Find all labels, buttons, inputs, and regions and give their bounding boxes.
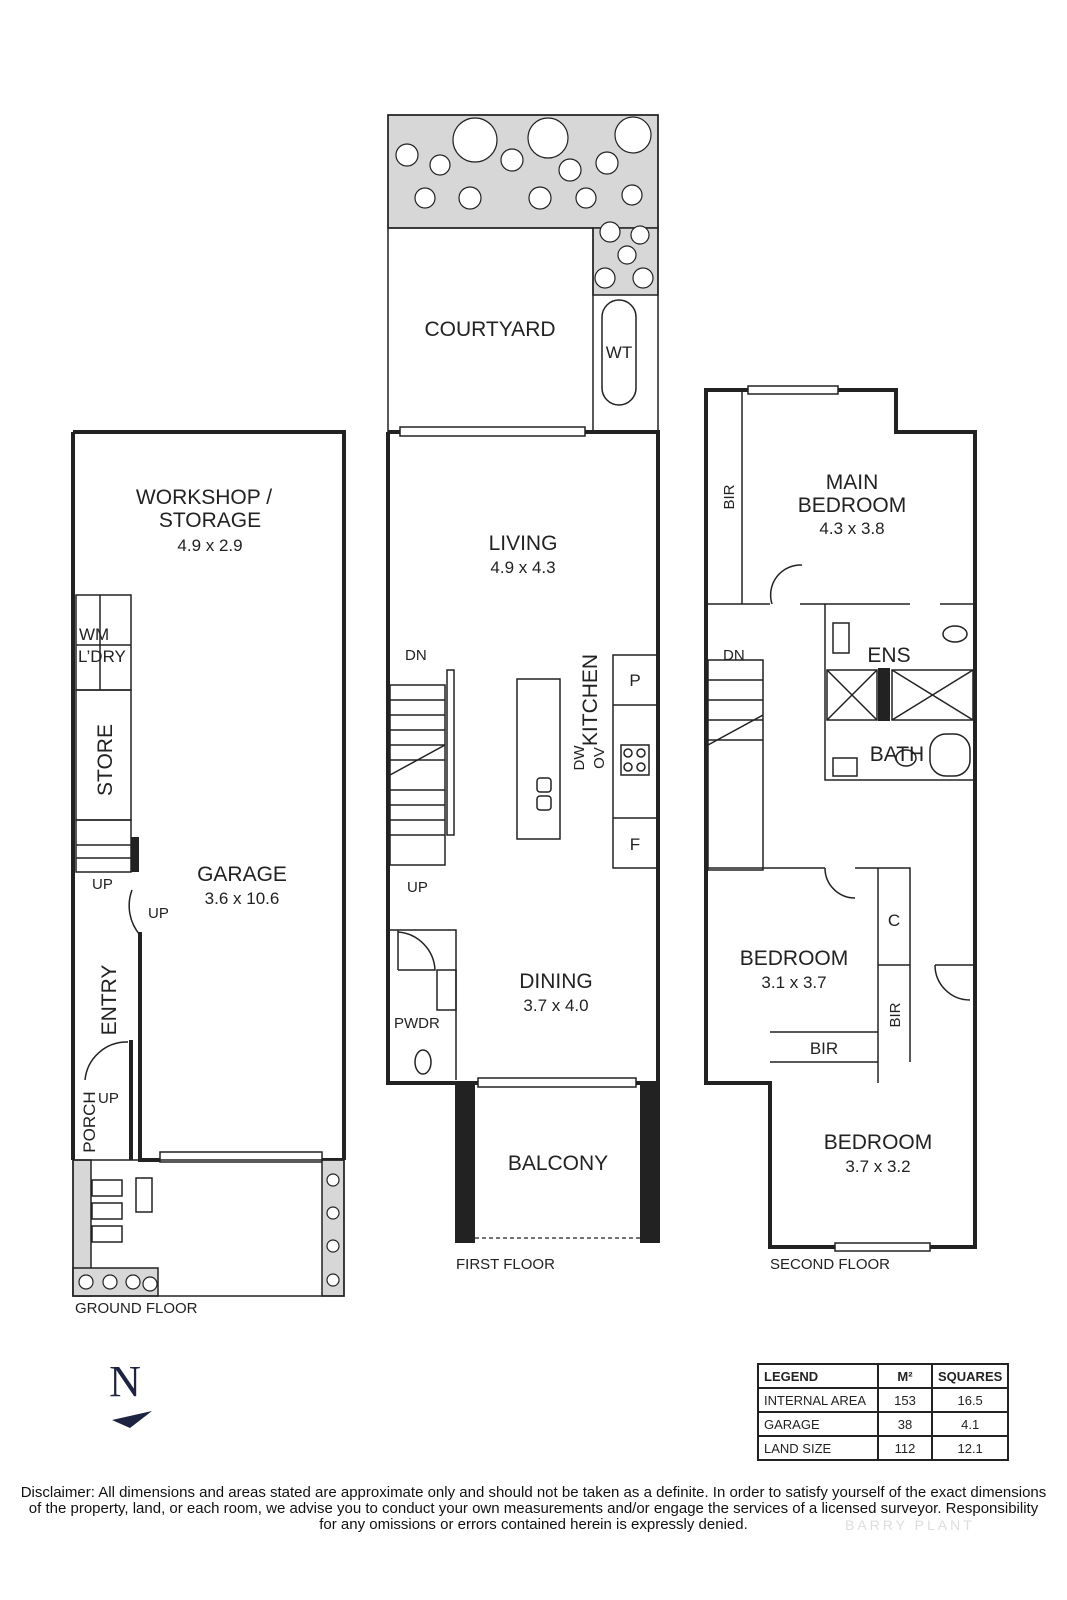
balcony-wall-left xyxy=(455,1083,475,1243)
first-stairs[interactable] xyxy=(389,684,446,866)
disclaimer-line: Disclaimer: All dimensions and areas sta… xyxy=(20,1484,1047,1501)
bedroom3-dims: 3.7 x 3.2 xyxy=(845,1157,910,1176)
storage-label: STORAGE xyxy=(159,509,261,532)
workshop-label: WORKSHOP / xyxy=(136,486,272,509)
sliding-door-courtyard xyxy=(399,426,586,437)
legend-cell: 112 xyxy=(877,1435,933,1461)
bir-main-label: BIR xyxy=(721,484,738,509)
ground-floor-title: GROUND FLOOR xyxy=(75,1300,198,1317)
powder-label: PWDR xyxy=(394,1015,440,1032)
legend-row: INTERNAL AREA 153 16.5 xyxy=(757,1387,1010,1413)
north-compass-icon: N xyxy=(109,1357,152,1428)
legend-header-row: LEGEND M² SQUARES xyxy=(757,1363,1010,1389)
wm-label: WM xyxy=(79,625,109,644)
legend-cell: GARAGE xyxy=(757,1411,879,1437)
dishwasher-label: DW xyxy=(571,745,588,771)
oven-label: OV xyxy=(591,747,608,769)
legend-cell: 12.1 xyxy=(930,1435,1010,1461)
bedroom-partitions xyxy=(706,867,975,1083)
water-tank xyxy=(601,299,637,406)
kitchen-label: KITCHEN xyxy=(579,654,602,746)
second-walls xyxy=(704,388,977,1249)
ground-stairs[interactable] xyxy=(75,819,132,873)
garage-label: GARAGE xyxy=(197,863,287,886)
powder-room xyxy=(390,929,457,1080)
legend-cell: 4.1 xyxy=(930,1411,1010,1437)
entry-door-swing xyxy=(128,889,141,936)
bedroom2-dims: 3.1 x 3.7 xyxy=(761,973,826,992)
watermark-logo: BARRY PLANT xyxy=(845,1517,975,1533)
disclaimer: Disclaimer: All dimensions and areas sta… xyxy=(20,1485,1047,1533)
fridge-label: F xyxy=(630,835,640,854)
legend-header: LEGEND xyxy=(757,1363,879,1389)
stair-up-label: UP xyxy=(92,876,113,893)
legend-cell: INTERNAL AREA xyxy=(757,1387,879,1413)
laundry-label: L’DRY xyxy=(78,647,126,666)
courtyard-label: COURTYARD xyxy=(424,318,555,341)
second-stairs[interactable] xyxy=(707,659,764,871)
second-stairs-dn-label: DN xyxy=(723,647,745,664)
workshop-dims: 4.9 x 2.9 xyxy=(177,536,242,555)
balcony-label: BALCONY xyxy=(508,1152,608,1175)
garage-door xyxy=(159,1151,323,1163)
wt-label: WT xyxy=(606,343,632,362)
ground-floor-plan: WORKSHOP / STORAGE 4.9 x 2.9 WM L’DRY ST… xyxy=(71,430,346,1317)
legend-row: LAND SIZE 112 12.1 xyxy=(757,1435,1010,1461)
legend-row: GARAGE 38 4.1 xyxy=(757,1411,1010,1437)
area-legend-table: LEGEND M² SQUARES INTERNAL AREA 153 16.5… xyxy=(757,1363,1010,1461)
second-floor-title: SECOND FLOOR xyxy=(770,1256,890,1273)
squares-header: SQUARES xyxy=(930,1363,1010,1389)
first-stairs-up-label: UP xyxy=(407,879,428,896)
second-partitions xyxy=(706,390,975,781)
first-stairs-dn-label: DN xyxy=(405,647,427,664)
porch-door-swing xyxy=(84,1041,129,1081)
pantry-label: P xyxy=(629,671,640,690)
bedroom2-label: BEDROOM xyxy=(740,947,849,970)
dining-dims: 3.7 x 4.0 xyxy=(523,996,588,1015)
porch-label: PORCH xyxy=(80,1091,99,1152)
kitchen-bench xyxy=(612,654,659,869)
bath-label: BATH xyxy=(870,743,924,766)
linen-label: C xyxy=(888,911,900,930)
porch-up-label: UP xyxy=(98,1090,119,1107)
main-bedroom-door xyxy=(769,564,803,605)
ensuite-label: ENS xyxy=(867,644,910,667)
sliding-door-balcony xyxy=(477,1077,637,1088)
bir3-label: BIR xyxy=(810,1039,838,1058)
garage-dims: 3.6 x 10.6 xyxy=(205,889,280,908)
disclaimer-line: of the property, land, or each room, we … xyxy=(28,1500,1039,1517)
second-floor-plan: MAIN BEDROOM 4.3 x 3.8 BIR ENS BATH DN B… xyxy=(704,385,977,1273)
disclaimer-line: for any omissions or errors contained he… xyxy=(319,1516,748,1533)
dining-label: DINING xyxy=(519,970,593,993)
first-floor-title: FIRST FLOOR xyxy=(456,1256,555,1273)
bedroom2-door xyxy=(824,867,856,899)
first-floor-plan: COURTYARD WT LIVING 4.9 x 4.3 KITCHEN OV… xyxy=(386,114,660,1273)
kitchen-island xyxy=(516,678,561,840)
living-label: LIVING xyxy=(489,532,558,555)
main-bedroom-label-1: MAIN xyxy=(826,471,879,494)
legend-cell: LAND SIZE xyxy=(757,1435,879,1461)
store-label: STORE xyxy=(94,724,117,796)
entry-label: ENTRY xyxy=(98,965,121,1036)
bedroom3-label: BEDROOM xyxy=(824,1131,933,1154)
bir2-label: BIR xyxy=(887,1002,904,1027)
legend-cell: 16.5 xyxy=(930,1387,1010,1413)
balcony-wall-right xyxy=(640,1083,660,1243)
main-bedroom-label-2: BEDROOM xyxy=(798,494,907,517)
front-yard xyxy=(72,1159,345,1297)
bathtub xyxy=(929,733,971,777)
m2-header: M² xyxy=(877,1363,933,1389)
legend-cell: 38 xyxy=(877,1411,933,1437)
legend-cell: 153 xyxy=(877,1387,933,1413)
living-dims: 4.9 x 4.3 xyxy=(490,558,555,577)
main-bedroom-dims: 4.3 x 3.8 xyxy=(819,519,884,538)
garage-up-label: UP xyxy=(148,905,169,922)
compass-label: N xyxy=(109,1357,141,1406)
